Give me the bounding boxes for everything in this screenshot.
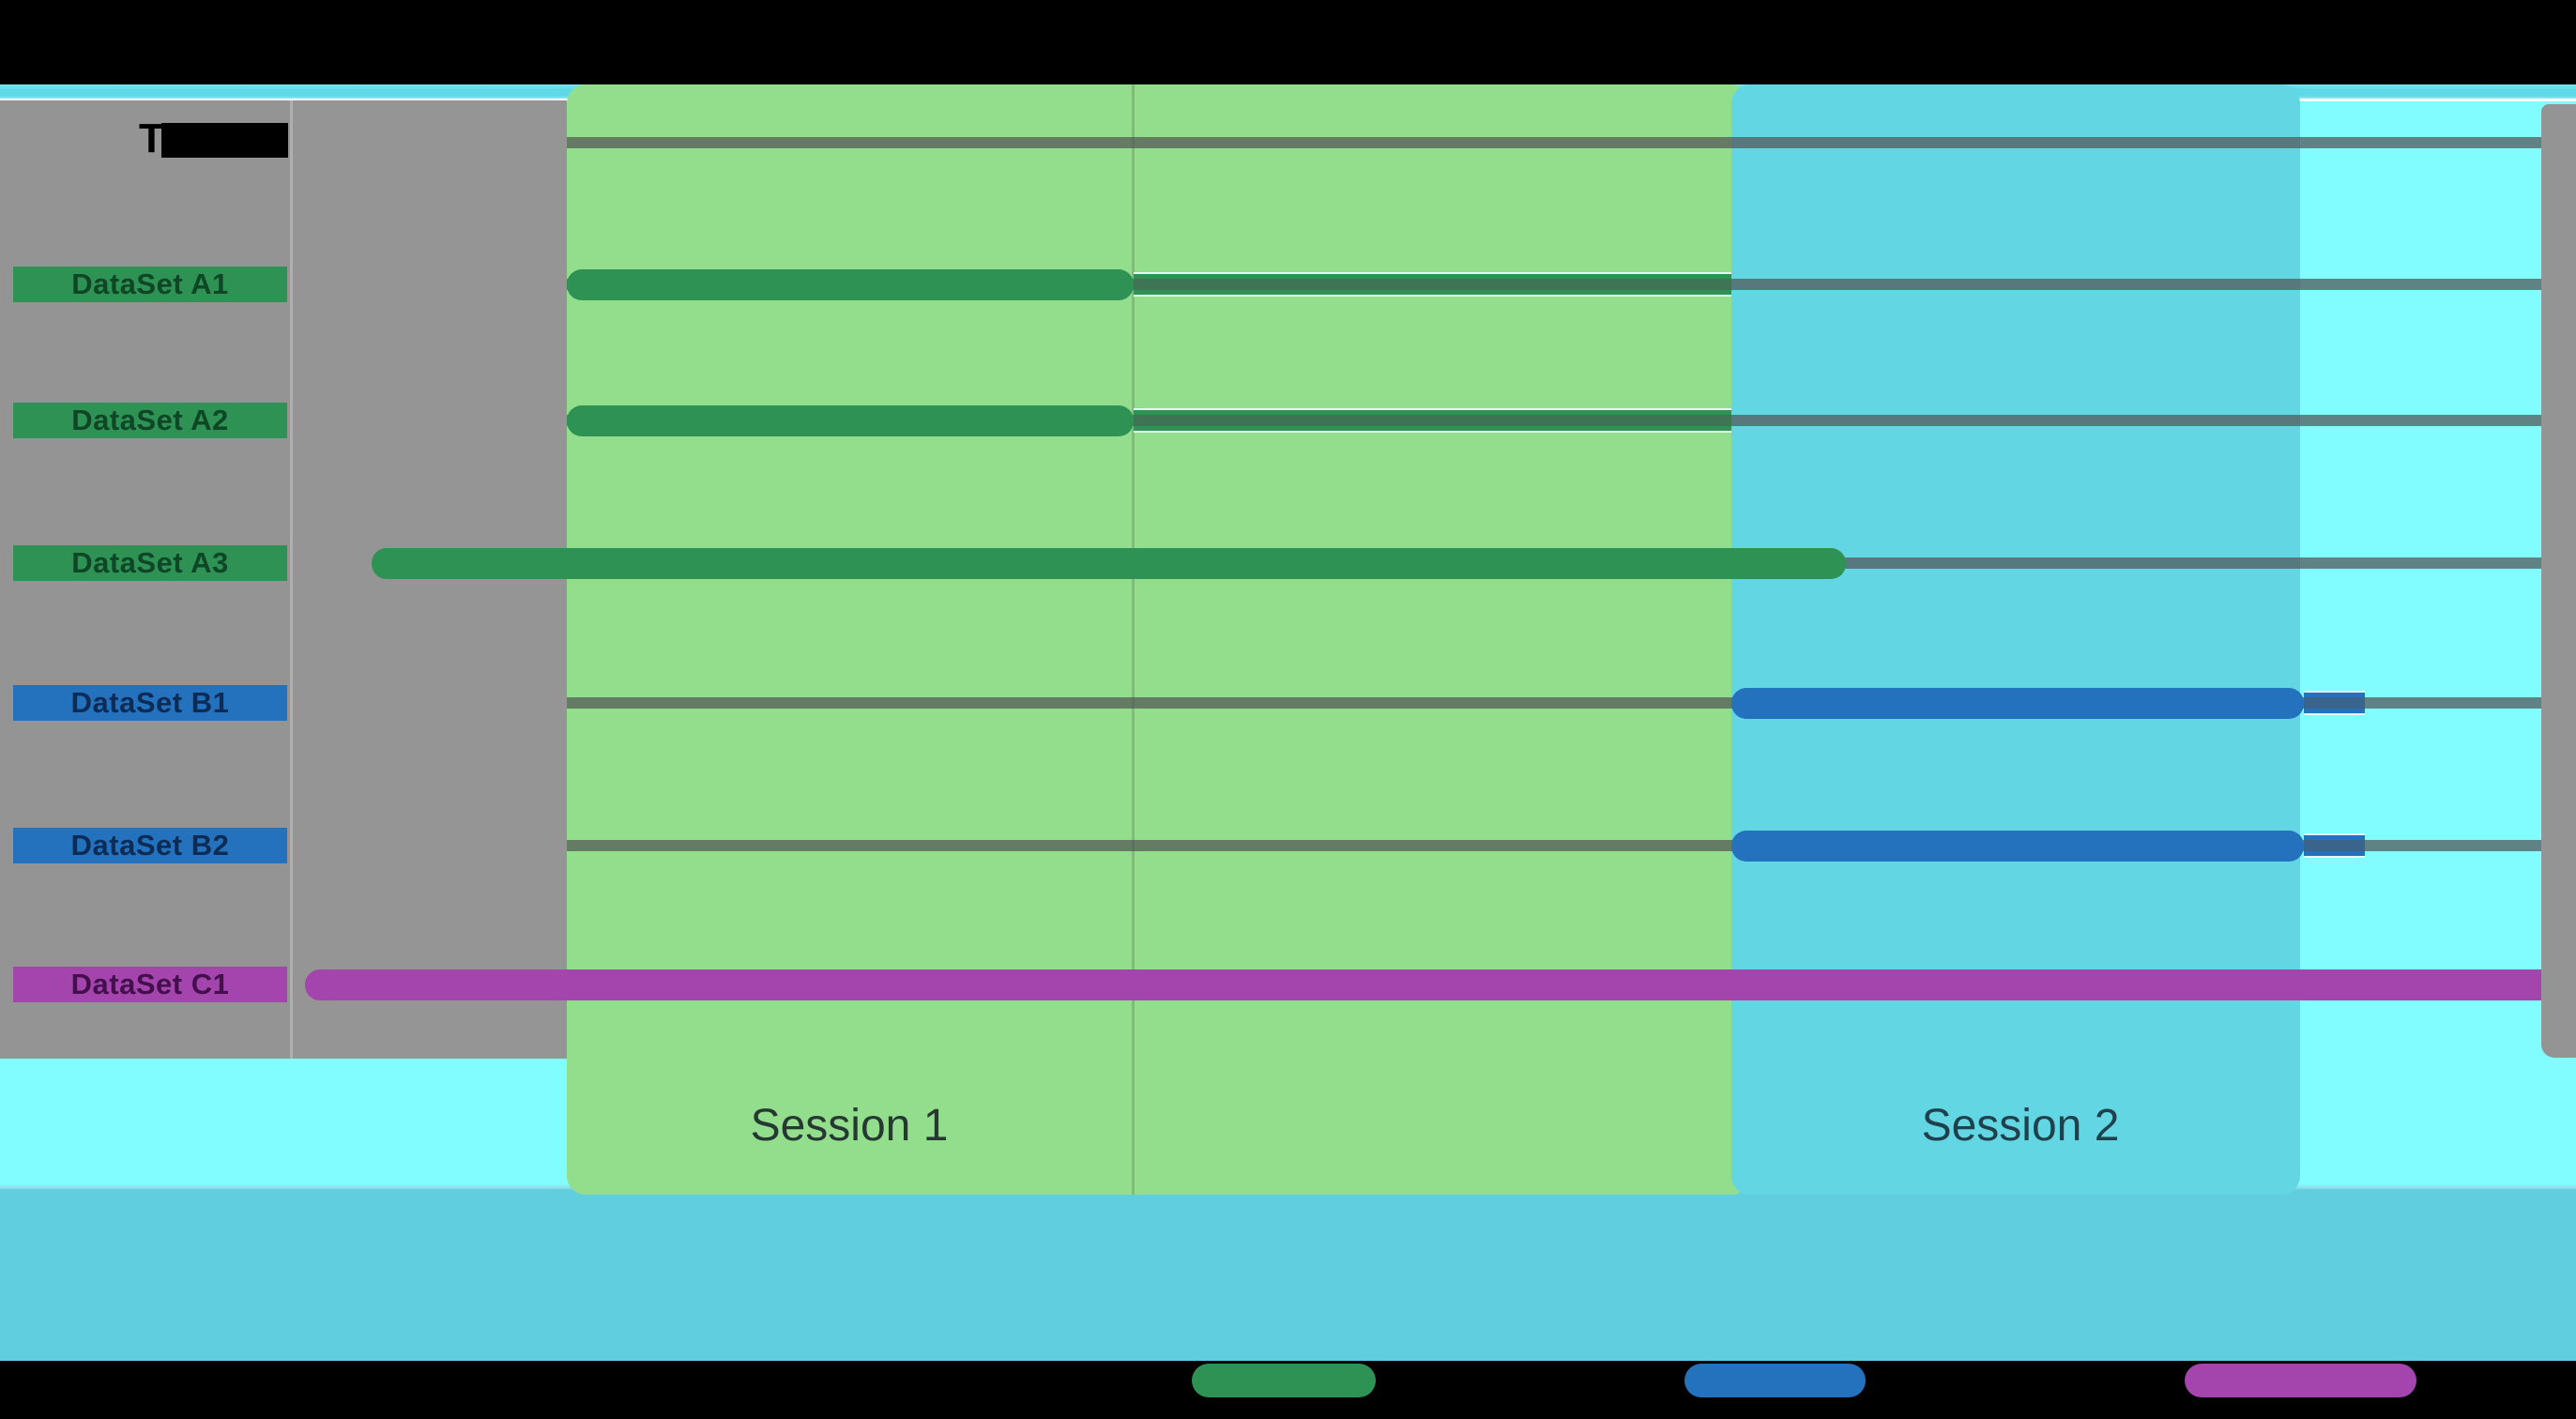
row-gridline (567, 137, 2541, 148)
row-gridline-overlay (567, 137, 2541, 148)
vertical-gridline (1132, 84, 1135, 1195)
row-label: DataSet A3 (13, 545, 287, 581)
top-letterbox-bar (0, 0, 2576, 84)
row-label: DataSet C1 (13, 967, 287, 1002)
bottom-teal-band (0, 1185, 2576, 1361)
legend-swatch-series-b (1684, 1364, 1866, 1397)
session2-region (1731, 84, 2300, 1195)
session1-region (567, 84, 1750, 1195)
row-label: DataSet A2 (13, 403, 287, 438)
gantt-bar (372, 548, 1846, 579)
bar-extension (2304, 691, 2365, 715)
column-divider-line (290, 100, 293, 1059)
redaction-box (161, 123, 288, 158)
legend-swatch-series-a (1192, 1364, 1376, 1397)
row-label: DataSet B2 (13, 828, 287, 863)
row-label: DataSet A1 (13, 267, 287, 302)
gantt-bar (567, 269, 1134, 300)
gantt-bar (305, 969, 2541, 1000)
right-gap-column (2541, 104, 2576, 1058)
session1-label: Session 1 (750, 1101, 949, 1151)
session2-label: Session 2 (1921, 1101, 2120, 1151)
bar-extension (1134, 272, 1731, 297)
gantt-bar (1731, 831, 2304, 862)
gantt-bar (567, 405, 1134, 436)
bar-extension (2304, 833, 2365, 858)
bar-extension (1134, 408, 1731, 433)
pre-session-gap-column (292, 100, 567, 1059)
legend-swatch-series-c (2185, 1364, 2416, 1397)
task-column-header-text: T (139, 115, 164, 161)
gantt-bar (1731, 688, 2304, 719)
row-label: DataSet B1 (13, 685, 287, 721)
